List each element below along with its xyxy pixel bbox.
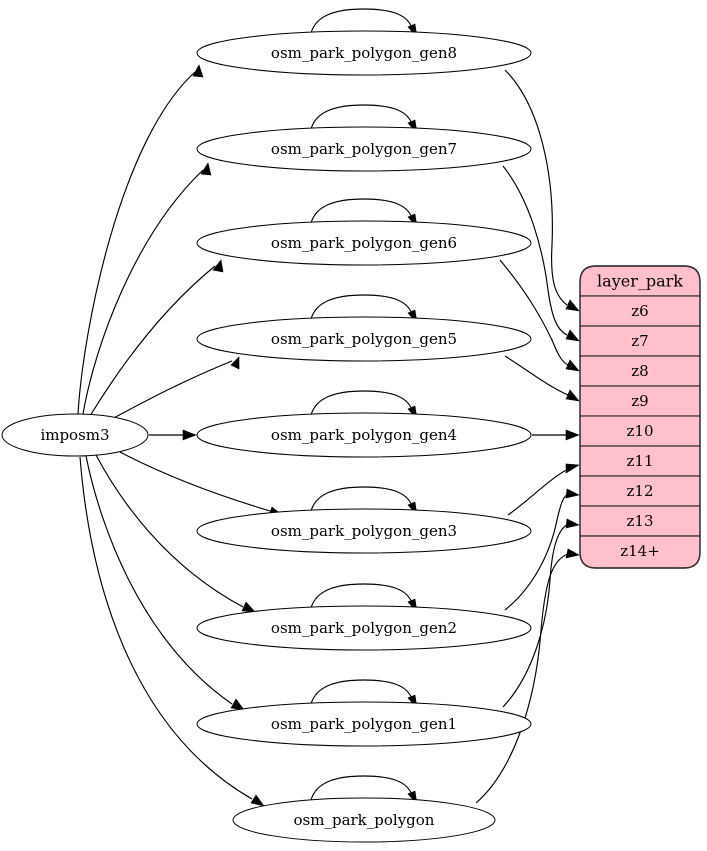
- table-row-label-z8: z8: [631, 362, 648, 380]
- table-row-z6-cell[interactable]: [579, 295, 701, 327]
- table-row-label-z11: z11: [627, 452, 654, 470]
- table-row-label-z9: z9: [631, 392, 648, 410]
- edge-gen2-to-z12: [504, 488, 580, 611]
- table-row-label-z7: z7: [631, 332, 648, 350]
- node-osm-park-polygon-gen8[interactable]: osm_park_polygon_gen8: [196, 30, 532, 76]
- node-osm-park-polygon[interactable]: osm_park_polygon: [232, 797, 496, 843]
- edge-imposm3-to-gen7: [82, 162, 212, 415]
- edge-gen8-to-z6: [504, 69, 580, 312]
- node-label-gen5: osm_park_polygon_gen5: [271, 330, 457, 348]
- node-label-gen3: osm_park_polygon_gen3: [271, 522, 457, 540]
- node-label-polygon: osm_park_polygon: [294, 811, 435, 829]
- edges-source-to-nodes: [77, 64, 283, 807]
- table-row-label-z6: z6: [631, 302, 648, 320]
- edge-gen1-to-z13: [502, 518, 580, 708]
- edge-imposm3-to-gen4: [149, 429, 197, 441]
- node-label-gen7: osm_park_polygon_gen7: [271, 140, 457, 158]
- edge-imposm3-to-gen2: [95, 454, 256, 613]
- table-row-label-z10: z10: [627, 422, 654, 440]
- edge-gen7-to-z7: [502, 165, 580, 342]
- edge-imposm3-to-gen1: [85, 455, 245, 711]
- table-layer-park[interactable]: layer_park z6 z7 z8 z9 z10 z11 z12 z13 z…: [579, 265, 701, 569]
- table-row-label-z14: z14+: [620, 542, 660, 560]
- node-osm-park-polygon-gen5[interactable]: osm_park_polygon_gen5: [196, 316, 532, 362]
- node-osm-park-polygon-gen4[interactable]: osm_park_polygon_gen4: [196, 412, 532, 458]
- edge-imposm3-to-gen5: [109, 356, 240, 421]
- node-osm-park-polygon-gen3[interactable]: osm_park_polygon_gen3: [196, 508, 532, 554]
- edge-polygon-to-z14: [475, 548, 580, 804]
- node-label-gen1: osm_park_polygon_gen1: [271, 715, 457, 733]
- node-label-imposm3: imposm3: [40, 426, 109, 444]
- node-osm-park-polygon-gen2[interactable]: osm_park_polygon_gen2: [196, 605, 532, 651]
- edge-gen6-to-z8: [499, 259, 580, 372]
- edge-imposm3-to-polygon: [79, 456, 265, 807]
- table-row-label-z13: z13: [627, 512, 654, 530]
- node-osm-park-polygon-gen1[interactable]: osm_park_polygon_gen1: [196, 701, 532, 747]
- node-osm-park-polygon-gen7[interactable]: osm_park_polygon_gen7: [196, 126, 532, 172]
- table-row-z12-cell[interactable]: [579, 475, 701, 507]
- node-imposm3[interactable]: imposm3: [1, 413, 149, 457]
- edges-nodes-to-table: [475, 69, 580, 804]
- table-outline: [579, 265, 701, 569]
- table-row-label-z12: z12: [627, 482, 654, 500]
- node-label-gen4: osm_park_polygon_gen4: [271, 426, 457, 444]
- edge-gen4-to-z10: [532, 429, 580, 441]
- edge-imposm3-to-gen3: [119, 451, 283, 516]
- edge-imposm3-to-gen6: [89, 259, 224, 417]
- node-label-gen6: osm_park_polygon_gen6: [271, 234, 457, 252]
- table-header-label: layer_park: [597, 272, 683, 291]
- nodes: osm_park_polygon_gen8 osm_park_polygon_g…: [1, 30, 532, 843]
- edge-gen3-to-z11: [507, 463, 580, 516]
- node-label-gen8: osm_park_polygon_gen8: [271, 44, 457, 62]
- edge-gen5-to-z9: [504, 355, 580, 402]
- node-label-gen2: osm_park_polygon_gen2: [271, 619, 457, 637]
- edge-imposm3-to-gen8: [77, 64, 204, 415]
- table-row-z7-cell[interactable]: [579, 325, 701, 357]
- node-osm-park-polygon-gen6[interactable]: osm_park_polygon_gen6: [196, 220, 532, 266]
